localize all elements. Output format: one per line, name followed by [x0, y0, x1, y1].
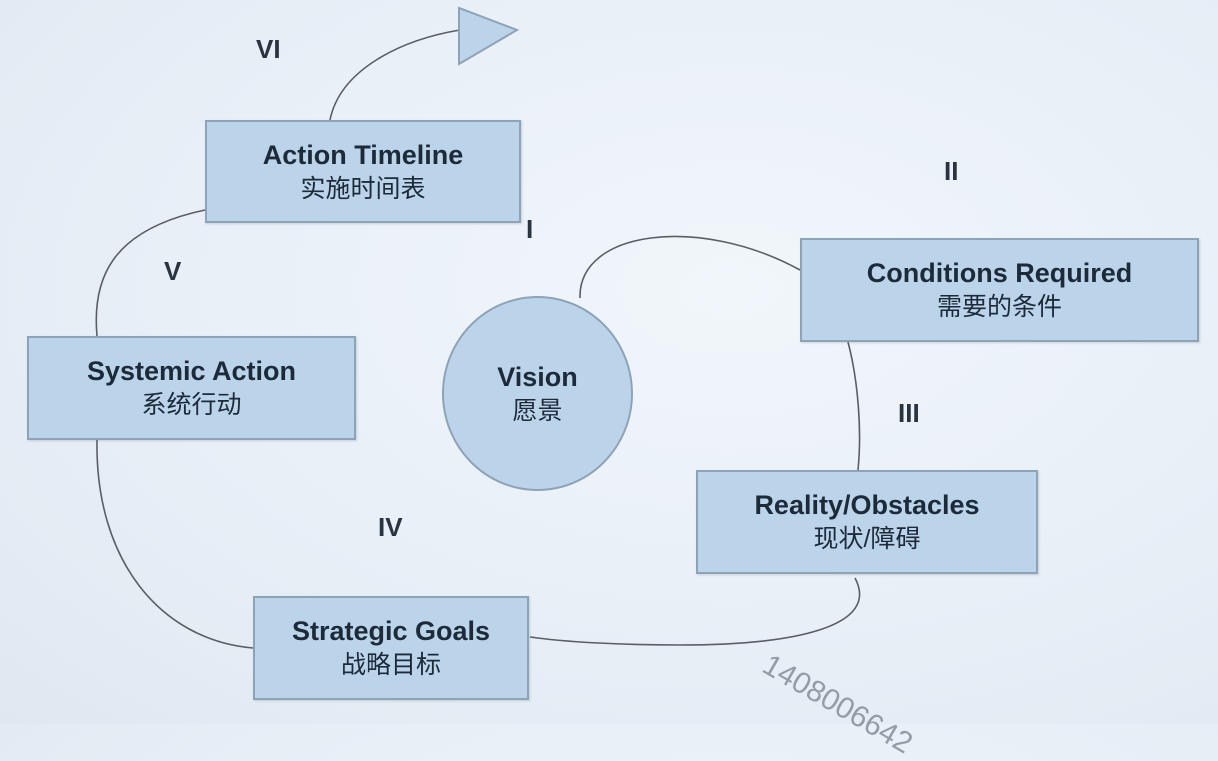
- vision-subtitle: 愿景: [512, 396, 563, 425]
- action-timeline-title: Action Timeline: [262, 139, 464, 170]
- strategic-goals-title: Strategic Goals: [291, 616, 491, 646]
- strategic-goals-box: Strategic Goals 战略目标: [253, 596, 529, 700]
- connector-vision-to-conditions: [579, 235, 801, 299]
- step-numeral-iii: III: [898, 398, 920, 428]
- step-numeral-i: I: [526, 214, 534, 244]
- reality-obstacles-title: Reality/Obstacles: [754, 490, 980, 520]
- systemic-action-subtitle: 系统行动: [141, 391, 242, 419]
- systemic-action-title: Systemic Action: [86, 356, 297, 386]
- step-numeral-v: V: [164, 256, 182, 286]
- vision-circle: Vision 愿景: [442, 296, 633, 491]
- reality-obstacles-subtitle: 现状/障碍: [813, 525, 921, 553]
- connector-timeline-to-arrow: [329, 29, 461, 121]
- systemic-action-box: Systemic Action 系统行动: [27, 336, 356, 440]
- reality-obstacles-box: Reality/Obstacles 现状/障碍: [696, 470, 1038, 574]
- step-numeral-vi: VI: [256, 34, 281, 64]
- conditions-required-title: Conditions Required: [866, 258, 1133, 288]
- action-timeline-subtitle: 实施时间表: [300, 174, 426, 203]
- conditions-required-box: Conditions Required 需要的条件: [800, 238, 1199, 342]
- connector-systemic-to-timeline: [95, 209, 206, 337]
- connector-conditions-to-reality: [847, 341, 861, 471]
- step-numeral-ii: II: [944, 156, 959, 186]
- vision-title: Vision: [497, 361, 578, 392]
- strategic-goals-subtitle: 战略目标: [340, 651, 441, 679]
- step-numeral-iv: IV: [378, 512, 403, 542]
- connector-reality-to-goals: [529, 577, 861, 646]
- connector-layer: [95, 6, 861, 649]
- arrow-head-icon: [458, 6, 520, 66]
- connector-goals-to-systemic: [96, 439, 254, 649]
- action-timeline-box: Action Timeline 实施时间表: [205, 120, 521, 223]
- conditions-required-subtitle: 需要的条件: [936, 293, 1062, 321]
